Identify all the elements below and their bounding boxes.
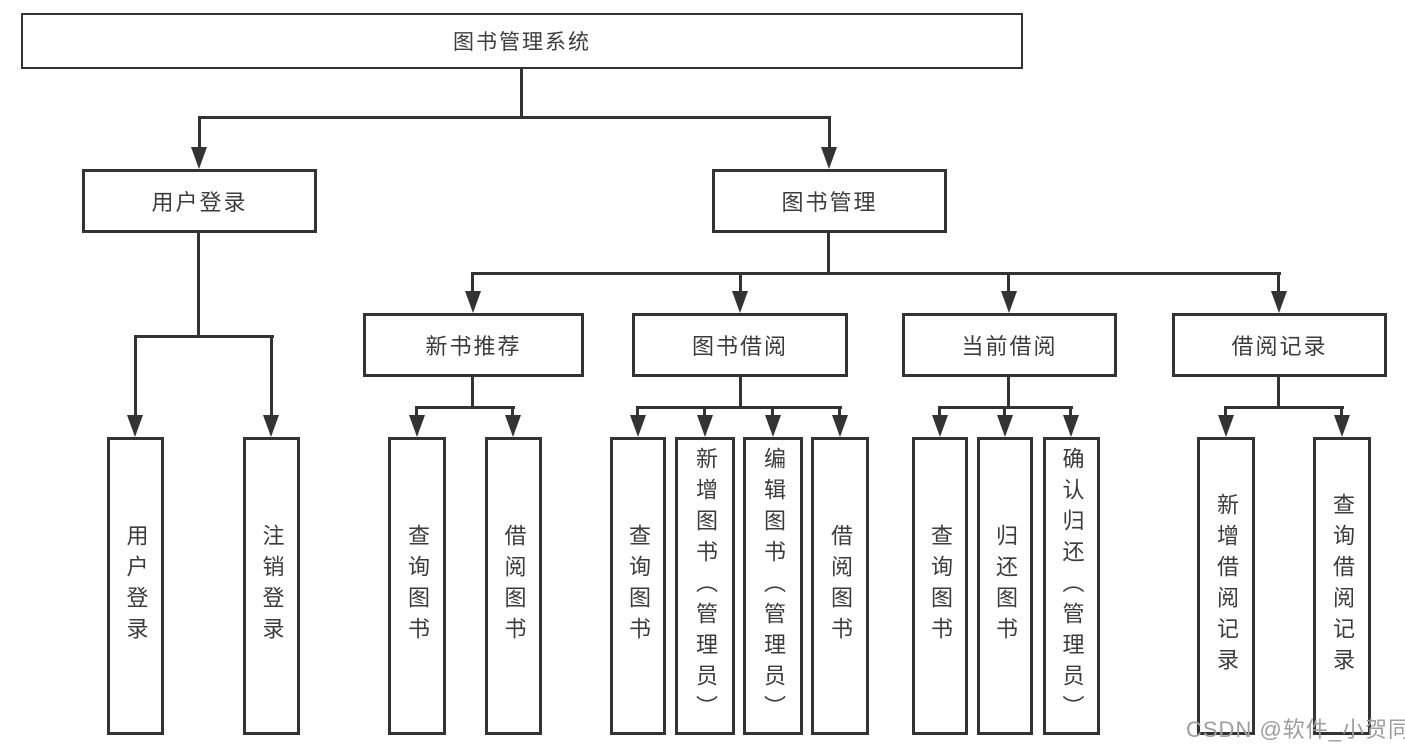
leaf-label: 新增图书（管理员）	[693, 446, 718, 726]
node-label: 图书管理	[781, 190, 878, 215]
leaf-label: 借阅图书	[828, 524, 853, 648]
connector-line	[134, 335, 274, 338]
connector-line	[739, 272, 742, 292]
connector-line	[1277, 272, 1280, 292]
connector-line	[1277, 377, 1280, 408]
connector-line	[1069, 406, 1072, 418]
connector-line	[471, 272, 1281, 275]
leaf-borrow-book: 借阅图书	[811, 437, 869, 735]
leaf-query-borrow-record: 查询借阅记录	[1313, 437, 1371, 735]
connector-line	[636, 406, 639, 418]
connector-line	[739, 377, 742, 408]
leaf-label: 归还图书	[993, 524, 1018, 648]
leaf-label: 查询图书	[405, 524, 430, 648]
arrow-down-icon	[1334, 415, 1350, 437]
arrow-down-icon	[697, 415, 713, 437]
leaf-query-book-recommend: 查询图书	[388, 437, 446, 735]
connector-line	[938, 406, 941, 418]
arrow-down-icon	[765, 415, 781, 437]
connector-line	[838, 406, 841, 418]
leaf-add-borrow-record: 新增借阅记录	[1197, 437, 1255, 735]
leaf-logout: 注销登录	[243, 437, 300, 735]
node-label: 图书管理系统	[453, 31, 591, 54]
leaf-add-book-admin: 新增图书（管理员）	[675, 437, 735, 735]
node-label: 当前借阅	[961, 334, 1058, 359]
arrow-down-icon	[1001, 291, 1017, 313]
node-label: 用户登录	[151, 190, 248, 215]
node-label: 图书借阅	[691, 334, 788, 359]
connector-line	[1224, 406, 1227, 418]
arrow-down-icon	[263, 415, 279, 437]
connector-line	[134, 335, 137, 416]
arrow-down-icon	[409, 415, 425, 437]
leaf-label: 查询图书	[626, 524, 651, 648]
arrow-down-icon	[505, 415, 521, 437]
leaf-label: 借阅图书	[501, 524, 527, 648]
connector-line	[415, 406, 515, 409]
connector-line	[1224, 406, 1344, 409]
arrow-down-icon	[1218, 415, 1234, 437]
node-library-management-system: 图书管理系统	[21, 13, 1023, 69]
connector-line	[828, 116, 831, 150]
connector-line	[511, 406, 514, 418]
leaf-borrow-book-recommend: 借阅图书	[485, 437, 542, 735]
connector-line	[703, 406, 706, 418]
arrow-down-icon	[630, 415, 646, 437]
arrow-down-icon	[127, 415, 143, 437]
leaf-label: 确认归还（管理员）	[1059, 446, 1085, 726]
connector-line	[827, 233, 830, 273]
node-current-borrow: 当前借阅	[902, 313, 1117, 377]
connector-line	[520, 69, 523, 117]
leaf-label: 查询图书	[928, 524, 953, 648]
leaf-edit-book-admin: 编辑图书（管理员）	[743, 437, 803, 735]
leaf-label: 新增借阅记录	[1214, 493, 1239, 679]
csdn-watermark: CSDN @软件_小贺同学	[1186, 717, 1405, 742]
leaf-return-book: 归还图书	[977, 437, 1033, 735]
arrow-down-icon	[932, 415, 948, 437]
connector-line	[1340, 406, 1343, 418]
leaf-query-book-current: 查询图书	[912, 437, 968, 735]
node-label: 新书推荐	[425, 334, 522, 359]
leaf-label: 用户登录	[123, 524, 149, 648]
node-user-login: 用户登录	[82, 169, 317, 233]
node-label: 借阅记录	[1231, 334, 1328, 359]
arrow-down-icon	[997, 415, 1013, 437]
leaf-label: 查询借阅记录	[1330, 493, 1355, 679]
arrow-down-icon	[191, 147, 207, 169]
leaf-label: 编辑图书（管理员）	[761, 446, 786, 726]
arrow-down-icon	[1063, 415, 1079, 437]
node-new-book-recommend: 新书推荐	[363, 313, 584, 377]
arrow-down-icon	[465, 291, 481, 313]
connector-line	[771, 406, 774, 418]
connector-line	[198, 116, 831, 119]
connector-line	[270, 335, 273, 416]
arrow-down-icon	[821, 147, 837, 169]
node-book-management: 图书管理	[712, 169, 947, 233]
node-borrow-record: 借阅记录	[1172, 313, 1387, 377]
node-book-borrow: 图书借阅	[632, 313, 848, 377]
connector-line	[471, 377, 474, 408]
connector-line	[415, 406, 418, 418]
leaf-label: 注销登录	[259, 524, 285, 648]
leaf-confirm-return-admin: 确认归还（管理员）	[1043, 437, 1100, 735]
connector-line	[198, 116, 201, 150]
arrow-down-icon	[1271, 291, 1287, 313]
connector-line	[1003, 406, 1006, 418]
leaf-query-book-borrow: 查询图书	[610, 437, 666, 735]
connector-line	[1007, 377, 1010, 408]
arrow-down-icon	[732, 291, 748, 313]
arrow-down-icon	[832, 415, 848, 437]
connector-line	[471, 272, 474, 292]
leaf-user-login: 用户登录	[107, 437, 164, 735]
connector-line	[636, 406, 842, 409]
connector-line	[1007, 272, 1010, 292]
connector-line	[197, 233, 200, 336]
